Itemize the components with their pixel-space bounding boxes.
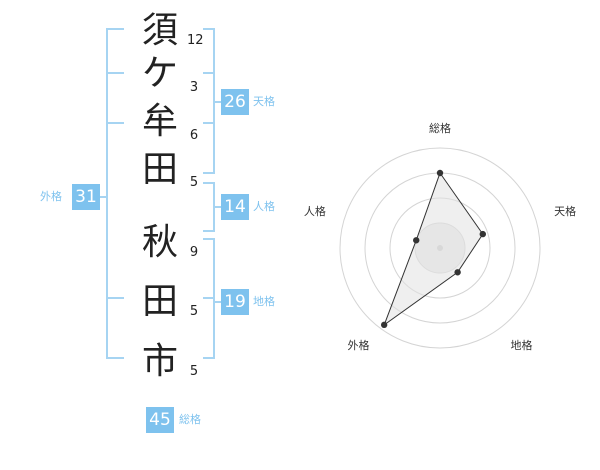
outer-bracket-tick-4 bbox=[106, 297, 124, 299]
name-char-2: ケ bbox=[141, 53, 178, 94]
jinkaku-bracket-connector bbox=[215, 206, 221, 208]
stroke-count-5: 9 bbox=[189, 245, 199, 260]
stroke-count-3: 6 bbox=[189, 128, 199, 143]
radar-point-1 bbox=[436, 169, 444, 177]
jinkaku-bracket-line bbox=[213, 182, 215, 232]
soukaku-value-badge: 45 bbox=[146, 407, 174, 433]
gaikaku-value-badge: 31 bbox=[72, 184, 100, 210]
tenkaku-bracket-tick-2 bbox=[203, 72, 215, 74]
radar-axis-label-2: 天格 bbox=[554, 204, 576, 218]
radar-axis-label-1: 総格 bbox=[429, 121, 451, 135]
name-char-5: 秋 bbox=[141, 222, 178, 263]
jinkaku-bracket-tick-bottom bbox=[203, 230, 215, 232]
name-char-6: 田 bbox=[141, 281, 178, 322]
gaikaku-label: 外格 bbox=[40, 190, 62, 203]
stroke-count-4: 5 bbox=[189, 175, 199, 190]
name-char-3: 牟 bbox=[141, 101, 178, 142]
radar-point-5 bbox=[413, 237, 420, 244]
jinkaku-bracket-tick-top bbox=[203, 182, 215, 184]
name-char-7: 市 bbox=[141, 341, 178, 382]
tenkaku-bracket-connector bbox=[215, 101, 221, 103]
radar-grid-ring-4 bbox=[339, 147, 541, 349]
radar-point-4 bbox=[380, 321, 388, 329]
stroke-count-7: 5 bbox=[189, 364, 199, 379]
stroke-count-6: 5 bbox=[189, 304, 199, 319]
tenkaku-bracket-tick-3 bbox=[203, 122, 215, 124]
stroke-count-2: 3 bbox=[189, 80, 199, 95]
outer-bracket-tick-bottom bbox=[106, 357, 124, 359]
chikaku-value-badge: 19 bbox=[221, 289, 249, 315]
chikaku-bracket-tick-top bbox=[203, 238, 215, 240]
name-char-1: 須 bbox=[141, 10, 178, 51]
chikaku-label: 地格 bbox=[253, 295, 275, 308]
radar-point-3 bbox=[454, 269, 461, 276]
outer-bracket-tick-top bbox=[106, 28, 124, 30]
name-char-4: 田 bbox=[141, 149, 178, 190]
stroke-count-1: 12 bbox=[187, 33, 204, 48]
outer-bracket-connector bbox=[100, 196, 106, 198]
chikaku-bracket-tick-2 bbox=[203, 297, 215, 299]
outer-bracket-tick-3 bbox=[106, 122, 124, 124]
outer-bracket-tick-2 bbox=[106, 72, 124, 74]
soukaku-label: 総格 bbox=[179, 413, 201, 426]
tenkaku-bracket-line bbox=[213, 28, 215, 174]
tenkaku-label: 天格 bbox=[253, 95, 275, 108]
radar-axis-label-4: 外格 bbox=[348, 338, 370, 352]
chikaku-bracket-connector bbox=[215, 301, 221, 303]
chikaku-bracket-tick-bottom bbox=[203, 357, 215, 359]
radar-axis-label-3: 地格 bbox=[511, 338, 533, 352]
jinkaku-value-badge: 14 bbox=[221, 194, 249, 220]
tenkaku-bracket-tick-bottom bbox=[203, 172, 215, 174]
radar-series-polygon bbox=[383, 171, 484, 327]
radar-point-2 bbox=[479, 230, 486, 238]
tenkaku-bracket-tick-top bbox=[203, 28, 215, 30]
jinkaku-label: 人格 bbox=[253, 200, 275, 213]
tenkaku-value-badge: 26 bbox=[221, 89, 249, 115]
radar-axis-label-5: 人格 bbox=[304, 204, 326, 218]
outer-bracket-line bbox=[106, 28, 108, 359]
